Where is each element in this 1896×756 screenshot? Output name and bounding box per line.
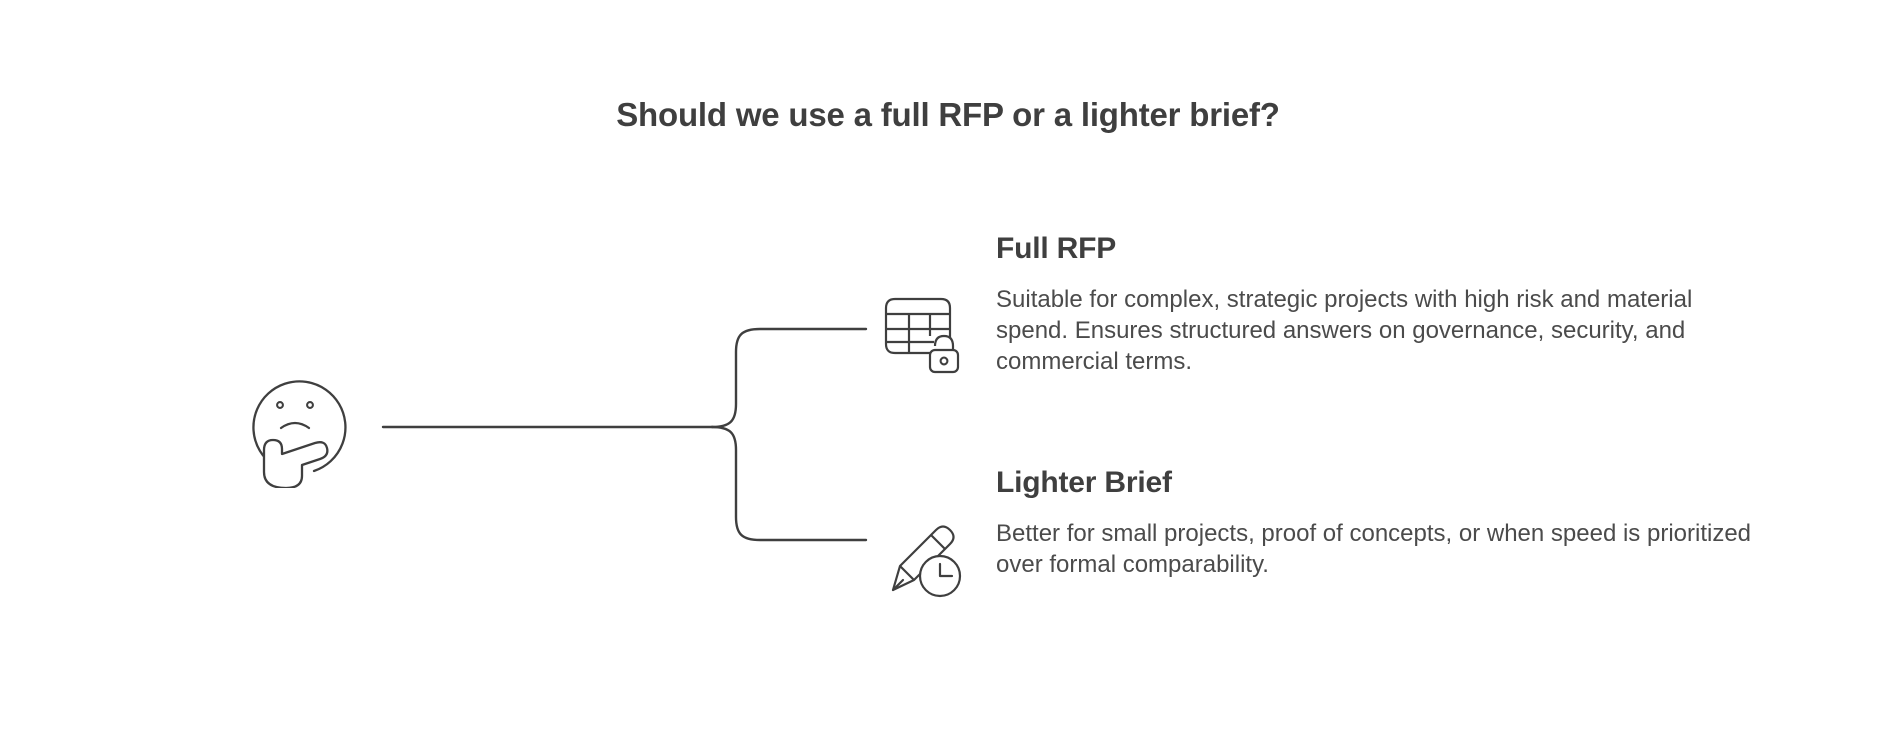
page-title: Should we use a full RFP or a lighter br… (616, 96, 1280, 133)
branch-description: Suitable for complex, strategic projects… (996, 285, 1693, 375)
thinking-face-node (240, 358, 360, 490)
branch-content: Lighter Brief Better for small projects,… (996, 466, 1760, 580)
branch-title: Lighter Brief (996, 466, 1172, 499)
branch-content: Full RFP Suitable for complex, strategic… (996, 232, 1760, 377)
pencil-clock-icon (880, 516, 966, 602)
branch-description: Better for small projects, proof of conc… (996, 519, 1752, 578)
branch-title: Full RFP (996, 232, 1117, 265)
thinking-face-icon (252, 380, 347, 490)
table-lock-icon (880, 290, 966, 376)
branch-full-rfp: Full RFP Suitable for complex, strategic… (880, 232, 1760, 377)
branch-lighter-brief: Lighter Brief Better for small projects,… (880, 466, 1760, 598)
